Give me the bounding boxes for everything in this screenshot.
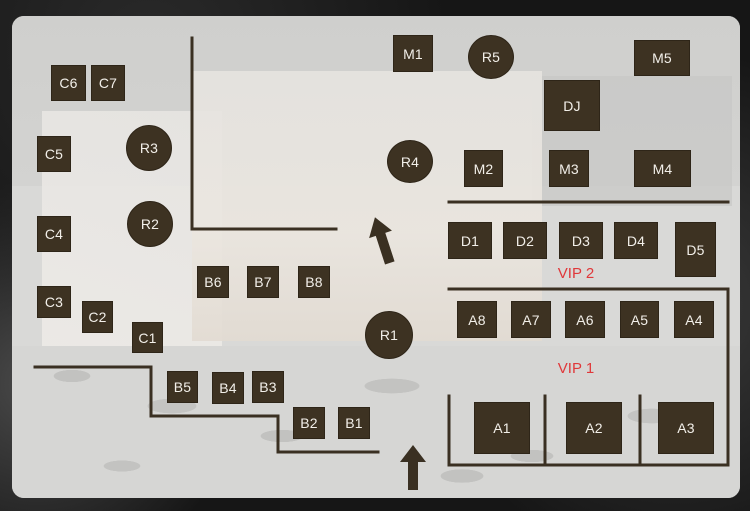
- table-a8[interactable]: A8: [457, 301, 497, 338]
- zone-label-vip1: VIP 1: [557, 360, 595, 377]
- table-c3[interactable]: C3: [37, 286, 71, 318]
- table-d1[interactable]: D1: [448, 222, 492, 259]
- table-c6[interactable]: C6: [51, 65, 86, 101]
- table-a7[interactable]: A7: [511, 301, 551, 338]
- table-m5[interactable]: M5: [634, 40, 690, 76]
- table-b1[interactable]: B1: [338, 407, 370, 439]
- zone-label-vip2: VIP 2: [557, 265, 595, 282]
- table-d4[interactable]: D4: [614, 222, 658, 259]
- table-a5[interactable]: A5: [620, 301, 659, 338]
- wall-upper-left-l: [190, 36, 338, 231]
- table-m2[interactable]: M2: [464, 150, 503, 187]
- table-r2[interactable]: R2: [127, 201, 173, 247]
- wall-vip1-outline: [447, 287, 730, 467]
- table-a4[interactable]: A4: [674, 301, 714, 338]
- table-b2[interactable]: B2: [293, 407, 325, 439]
- table-c5[interactable]: C5: [37, 136, 71, 172]
- table-r5[interactable]: R5: [468, 35, 514, 79]
- arrow-up-left-icon: [369, 217, 395, 265]
- table-b8[interactable]: B8: [298, 266, 330, 298]
- table-d2[interactable]: D2: [503, 222, 547, 259]
- table-r1[interactable]: R1: [365, 311, 413, 359]
- table-a6[interactable]: A6: [565, 301, 605, 338]
- table-r3[interactable]: R3: [126, 125, 172, 171]
- table-m1[interactable]: M1: [393, 35, 433, 72]
- table-c2[interactable]: C2: [82, 301, 113, 333]
- table-a3[interactable]: A3: [658, 402, 714, 454]
- arrow-up-icon: [400, 445, 426, 490]
- table-d3[interactable]: D3: [559, 222, 603, 259]
- table-d5[interactable]: D5: [675, 222, 716, 277]
- table-a1[interactable]: A1: [474, 402, 530, 454]
- table-b6[interactable]: B6: [197, 266, 229, 298]
- table-b7[interactable]: B7: [247, 266, 279, 298]
- wall-stepped-lower: [33, 365, 380, 454]
- table-c7[interactable]: C7: [91, 65, 125, 101]
- table-c1[interactable]: C1: [132, 322, 163, 353]
- table-m3[interactable]: M3: [549, 150, 589, 187]
- table-c4[interactable]: C4: [37, 216, 71, 252]
- table-b3[interactable]: B3: [252, 371, 284, 403]
- table-a2[interactable]: A2: [566, 402, 622, 454]
- table-m4[interactable]: M4: [634, 150, 691, 187]
- table-b5[interactable]: B5: [167, 371, 198, 403]
- table-r4[interactable]: R4: [387, 140, 433, 183]
- table-dj[interactable]: DJ: [544, 80, 600, 131]
- table-b4[interactable]: B4: [212, 372, 244, 404]
